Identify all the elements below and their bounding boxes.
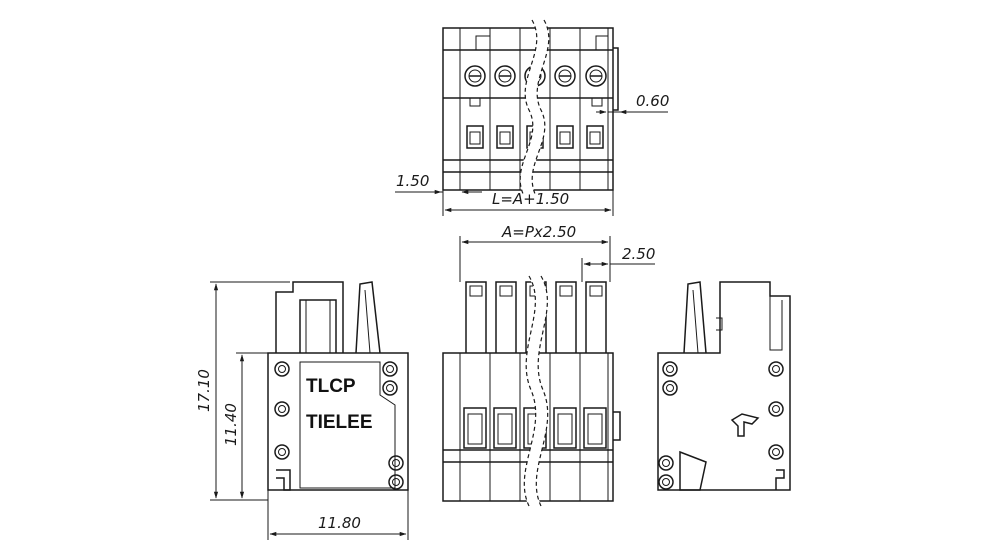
dim-label-length: L=A+1.50 xyxy=(492,190,569,208)
screw-icon xyxy=(554,65,576,87)
brand-text-line1: TLCP xyxy=(306,376,356,397)
hole-icon xyxy=(388,474,404,490)
top-view-dividers xyxy=(459,28,609,190)
dim-label-span: A=Px2.50 xyxy=(501,223,576,241)
left-side-view: TLCP TIELEE xyxy=(267,281,409,491)
screw-icon xyxy=(585,65,607,87)
dim-label-pitch: 2.50 xyxy=(622,245,655,263)
front-view-dividers xyxy=(459,353,609,501)
dim-label-pitch-gap: 0.60 xyxy=(636,92,669,110)
dim-length: L=A+1.50 xyxy=(442,190,614,216)
wire-entries xyxy=(466,125,604,149)
screw-icon xyxy=(494,65,516,87)
hole-icon xyxy=(662,380,678,396)
dim-label-depth: 11.80 xyxy=(318,514,361,532)
top-view xyxy=(442,17,619,199)
right-side-view xyxy=(657,281,791,491)
hole-icon xyxy=(382,380,398,396)
hole-icon xyxy=(274,361,290,377)
hole-icon xyxy=(382,361,398,377)
dim-depth: 11.80 xyxy=(267,490,409,540)
screw-icon xyxy=(464,65,486,87)
dim-label-edge-offset: 1.50 xyxy=(396,172,429,190)
front-openings xyxy=(463,407,607,449)
dim-label-body-height: 11.40 xyxy=(222,403,240,446)
dim-pitch: 2.50 xyxy=(581,245,655,282)
dim-edge-offset: 1.50 xyxy=(395,172,482,195)
dim-label-total-height: 17.10 xyxy=(195,369,213,412)
brand-text-line2: TIELEE xyxy=(306,412,373,433)
dim-span: A=Px2.50 xyxy=(459,223,611,282)
hole-icon xyxy=(274,444,290,460)
hole-icon xyxy=(658,474,674,490)
dim-body-height: 11.40 xyxy=(222,352,268,499)
mounting-holes-right xyxy=(658,361,784,490)
front-view xyxy=(442,272,621,509)
dim-total-height: 17.10 xyxy=(195,281,290,501)
hole-icon xyxy=(658,455,674,471)
hole-icon xyxy=(768,444,784,460)
hole-icon xyxy=(662,361,678,377)
hole-icon xyxy=(768,361,784,377)
hole-icon xyxy=(768,401,784,417)
hole-icon xyxy=(274,401,290,417)
hole-icon xyxy=(388,455,404,471)
mounting-holes-left xyxy=(274,361,404,490)
dim-pitch-gap: 0.60 xyxy=(596,92,669,115)
